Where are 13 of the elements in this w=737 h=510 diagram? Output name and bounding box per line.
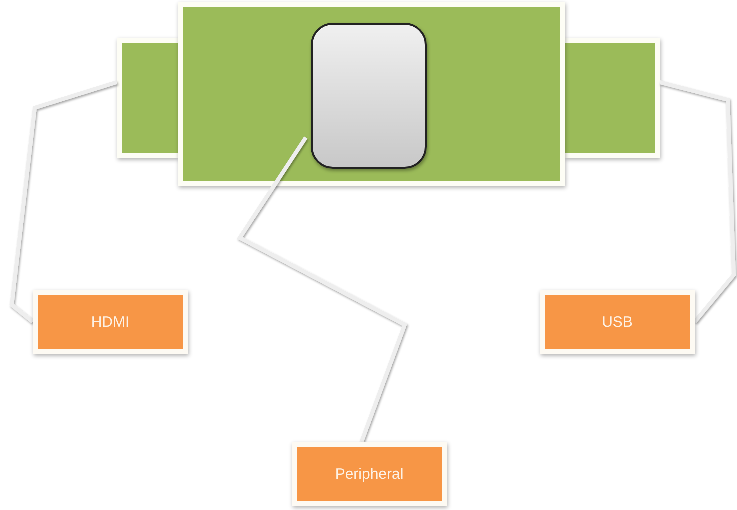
- tag-text: HDMI: [91, 314, 130, 330]
- leader-line: [237, 136, 408, 443]
- label-tag: [540, 290, 695, 354]
- button-key: [311, 23, 427, 169]
- board-panel: [178, 2, 565, 186]
- board-panel: [565, 38, 660, 158]
- tag-text: Peripheral: [335, 466, 404, 482]
- leader-line: [660, 80, 736, 324]
- leader-line: [10, 80, 118, 324]
- board-panel: [117, 38, 178, 158]
- label-tag: [292, 442, 447, 506]
- label-tag: [33, 290, 188, 354]
- tag-text: USB: [602, 314, 633, 330]
